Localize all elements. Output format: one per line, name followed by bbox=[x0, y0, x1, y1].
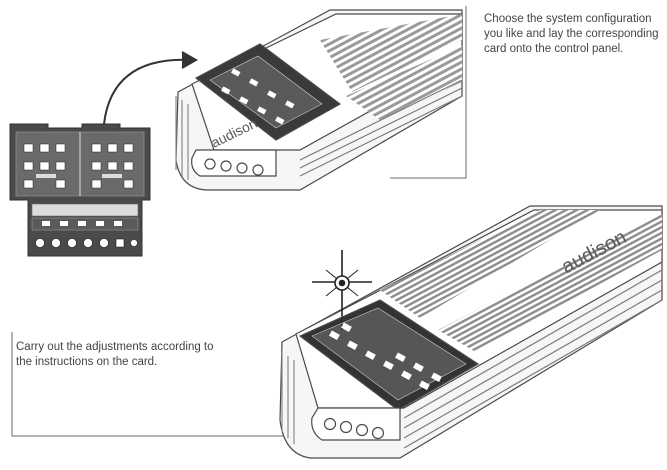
screwdriver-icon bbox=[312, 250, 372, 332]
configuration-card bbox=[9, 123, 151, 257]
curved-arrow-icon bbox=[103, 51, 199, 125]
amplifier-bottom bbox=[279, 205, 663, 459]
step-2-caption: Carry out the adjustments according to t… bbox=[16, 341, 214, 368]
callout-line-top bbox=[390, 6, 467, 179]
step-1-caption: Choose the system configuration you like… bbox=[484, 13, 659, 55]
amplifier-top bbox=[175, 9, 463, 191]
callout-line-bottom bbox=[11, 332, 320, 437]
